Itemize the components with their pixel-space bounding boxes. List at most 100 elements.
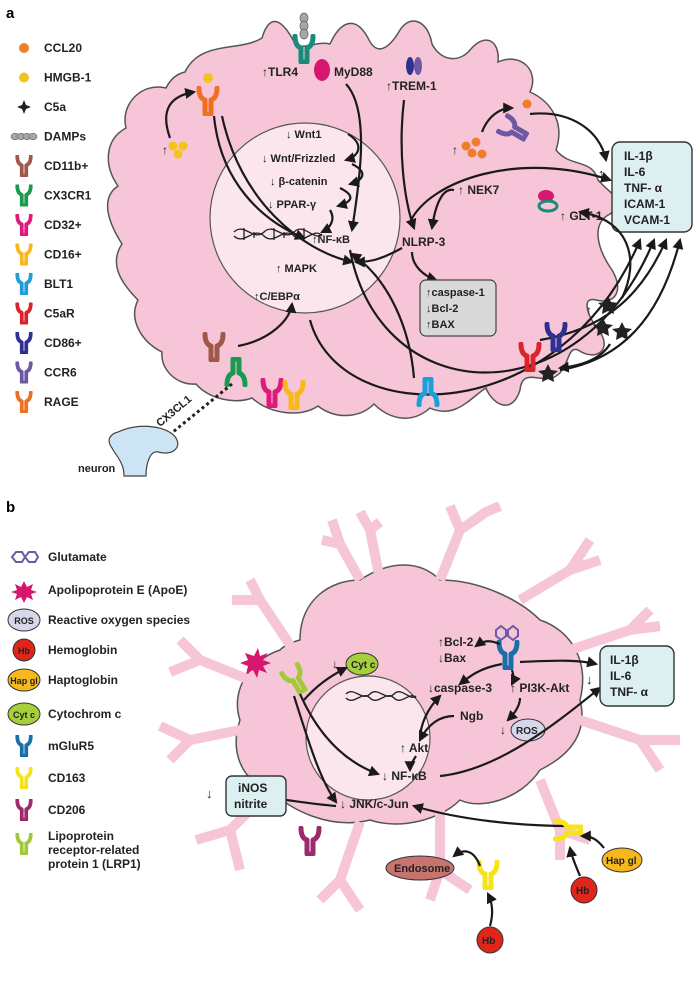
legend-badge-text: Cyt c (13, 710, 35, 720)
legend-a: CCL20HMGB-1C5aDAMPsCD11b+CX3CR1CD32+CD16… (10, 41, 92, 413)
mapk-label: ↑ MAPK (276, 263, 317, 275)
wnt-frizzled-label: ↓ Wnt/Frizzled (262, 153, 335, 165)
dna-icon-b (345, 691, 417, 701)
pi3k-akt-label: ↑ PI3K-Akt (510, 681, 569, 695)
haptoglobin-badge (601, 847, 643, 873)
blt1-receptor-icon (15, 273, 33, 295)
cd163-receptor-icon (15, 767, 33, 789)
trem1-label: ↑TREM-1 (386, 79, 437, 93)
c5a-star-icon (17, 100, 31, 114)
hemoglobin-badge-1 (570, 876, 598, 904)
arrow (292, 695, 338, 804)
rage-receptor-icon (15, 391, 33, 413)
myd88-icon (314, 59, 330, 81)
inos-line-2: nitrite (234, 797, 268, 811)
ccl20-up-label: ↑ (452, 143, 458, 157)
inos-down-label: ↓ (206, 786, 213, 801)
hb-badge-1-label: Hb (576, 886, 589, 897)
cytokine-b-1: IL-1β (610, 653, 639, 667)
arrow (347, 163, 364, 187)
ccl20-dot-icon (461, 141, 471, 151)
myd88-label: MyD88 (334, 65, 373, 79)
ros-badge-label: ROS (516, 726, 538, 737)
ngb-label: Ngb (460, 709, 483, 723)
nlrp3-label: NLRP-3 (402, 235, 446, 249)
arrow (529, 112, 610, 163)
arrow (335, 187, 352, 209)
legend-a-label: C5aR (44, 307, 75, 321)
arrow (480, 102, 515, 133)
cytokine-box-b (599, 645, 675, 707)
cd16-receptor-icon (15, 243, 33, 266)
arrow (510, 669, 521, 686)
legend-b-item: ROS Reactive oxygen species (7, 608, 190, 632)
legend-a-item: CD16+ (15, 243, 82, 266)
caspase3-label: ↓caspase-3 (428, 681, 492, 695)
legend-b-label: Reactive oxygen species (48, 613, 190, 627)
hb-badge-2-label: Hb (482, 936, 495, 947)
cytokine-b-2: IL-6 (610, 669, 632, 683)
cytokine-a-2: IL-6 (624, 165, 646, 179)
cx3cr1-receptor-icon (15, 184, 33, 207)
arrow (220, 115, 355, 266)
caspase-box (419, 279, 497, 337)
legend-b-label: Hemoglobin (48, 643, 117, 657)
glutamate-hexagon-icon (495, 624, 519, 642)
legend-b-label: Haptoglobin (48, 673, 118, 687)
cd11b-receptor-icon (15, 155, 33, 177)
legend-b-item: Glutamate (10, 550, 107, 564)
nucleus-a (209, 122, 401, 314)
legend-b-item: Hap gl Haptoglobin (7, 668, 118, 692)
hapgl-badge-label: Hap gl (606, 856, 637, 867)
legend-a-label: CD86+ (44, 336, 82, 350)
arrow (506, 697, 522, 722)
caspase-line-1: ↑caspase-1 (426, 287, 485, 299)
legend-b-label: Cytochrom c (48, 707, 122, 721)
hmgb1-dot-icon (178, 141, 188, 151)
glutamate-hexagon-icon (10, 551, 40, 563)
cytochrome-c-badge (345, 652, 379, 676)
legend-a-item: BLT1 (15, 273, 73, 295)
arrow (237, 301, 297, 348)
hmgb1-dot-icon (168, 141, 178, 151)
legend-a-label: C5a (44, 100, 66, 114)
ccl20-dot-icon (522, 99, 532, 109)
legend-b-label: mGluR5 (48, 739, 94, 753)
legend-b-item: Cyt c Cytochrom c (7, 702, 122, 726)
ros-down-label: ↓ (500, 723, 506, 737)
trem1-receptor-icon (406, 57, 422, 75)
legend-a-label: DAMPs (44, 130, 86, 144)
ros-oval-icon: ROS (7, 608, 41, 632)
arrow (409, 166, 613, 223)
arrow (411, 803, 571, 828)
cytochrome-c-oval-icon: Cyt c (7, 702, 41, 726)
cytokine-a-3: TNF- α (624, 181, 663, 195)
endosome-icon (385, 855, 455, 881)
legend-a-item: RAGE (15, 391, 79, 413)
arrow (458, 662, 503, 686)
ccl20-dot-icon (19, 43, 29, 53)
ppar-gamma-label: ↓ PPAR-γ (268, 199, 317, 211)
damps-chain-icon (299, 12, 309, 40)
c5a-star-icon (538, 296, 632, 382)
legend-a-label: CD11b+ (44, 159, 88, 173)
legend-a-item: C5a (17, 100, 66, 114)
arrow (519, 656, 599, 668)
arrow (308, 237, 642, 396)
beta-catenin-label: ↓ β-catenin (270, 176, 328, 188)
inos-box (225, 775, 287, 817)
bax-label: ↓Bax (438, 651, 466, 665)
cx3cl1-link (167, 382, 233, 438)
legend-a-label: CD32+ (44, 218, 82, 232)
cd163-receptor-icon (479, 862, 497, 888)
arrow (439, 686, 602, 778)
legend-b-label: Apolipoprotein E (ApoE) (48, 583, 187, 597)
arrow (345, 83, 363, 233)
arrow (577, 207, 632, 299)
haptoglobin-oval-icon: Hap gl (7, 668, 41, 692)
caspase-line-2: ↓Bcl-2 (426, 303, 458, 315)
legend-a-item: CX3CR1 (15, 184, 92, 207)
jnk-label: ↓ JNK/c-Jun (340, 797, 409, 811)
legend-a-label: CX3CR1 (44, 189, 92, 203)
